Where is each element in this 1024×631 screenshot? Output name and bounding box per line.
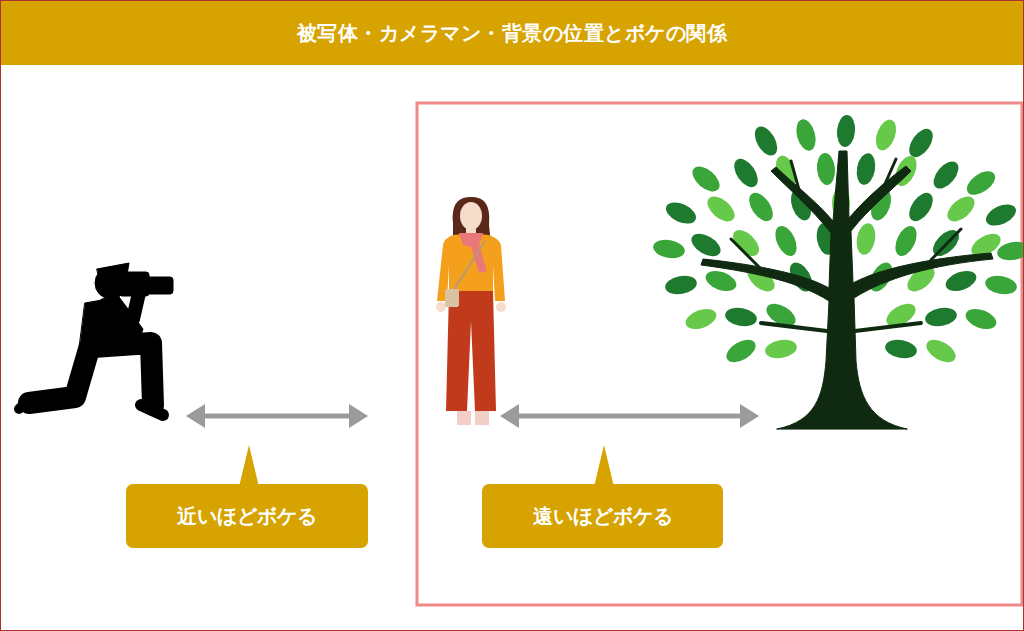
leaf — [904, 125, 937, 162]
diagram-title: 被写体・カメラマン・背景の位置とボケの関係 — [297, 20, 728, 47]
callout-box: 遠いほどボケる — [482, 484, 723, 548]
leaf — [724, 305, 759, 328]
photographer-arm — [105, 293, 139, 319]
photographer-leg — [93, 343, 153, 405]
leaf — [793, 117, 819, 153]
leaf — [836, 114, 857, 147]
leaf — [723, 335, 760, 367]
leaf — [924, 305, 959, 328]
distance-arrow — [186, 404, 368, 428]
leaf — [764, 337, 799, 360]
callout-pointer — [239, 445, 259, 487]
title-band: 被写体・カメラマン・背景の位置とボケの関係 — [1, 1, 1023, 65]
leaf — [750, 123, 782, 160]
callout-box: 近いほどボケる — [126, 484, 368, 548]
callout-text: 近いほどボケる — [177, 503, 317, 530]
shoe — [475, 411, 489, 425]
arrow-shaft — [199, 414, 355, 419]
branch — [931, 229, 961, 260]
branch — [791, 161, 801, 197]
scarf — [459, 233, 487, 273]
leaf — [983, 200, 1020, 230]
leaf — [683, 305, 719, 333]
photographer-foot — [19, 397, 31, 409]
tree-trunk — [701, 151, 993, 429]
leaf — [688, 229, 725, 261]
photographer-silhouette — [19, 263, 173, 415]
leaf — [996, 239, 1024, 262]
hand — [496, 302, 506, 312]
subject-woman — [436, 197, 506, 425]
callout-pointer — [594, 445, 614, 487]
arrow-head — [186, 404, 205, 428]
leaf — [943, 192, 979, 226]
leaf — [928, 225, 963, 260]
trunk — [701, 151, 993, 429]
branch — [881, 159, 896, 193]
leaf — [744, 189, 777, 226]
pants — [446, 291, 496, 411]
callout-text: 遠いほどボケる — [533, 503, 673, 530]
distance-arrow — [500, 404, 759, 428]
leaf — [872, 117, 900, 153]
leaf — [891, 223, 921, 260]
hand — [436, 302, 446, 312]
leaf — [904, 189, 937, 226]
leaf — [664, 273, 699, 296]
leaf — [663, 198, 700, 228]
leaf — [923, 335, 960, 367]
leaf — [816, 152, 837, 185]
face — [460, 202, 482, 230]
bag-strap — [453, 241, 485, 291]
shoe — [457, 411, 471, 425]
leaf — [729, 155, 762, 192]
leaf — [688, 162, 724, 196]
leaf — [984, 273, 1019, 296]
leaf — [703, 267, 739, 295]
leaf — [771, 223, 801, 260]
photographer-foot — [141, 405, 163, 415]
arrow-head — [349, 404, 368, 428]
leaf — [854, 222, 877, 257]
branch — [855, 323, 921, 331]
leaf — [929, 157, 963, 193]
photographer-leg — [29, 349, 89, 403]
leaf — [963, 166, 1000, 199]
leaf — [652, 237, 687, 260]
bag — [445, 289, 459, 307]
highlight-frame — [417, 103, 1022, 605]
arrow-head — [740, 404, 759, 428]
leaf — [854, 152, 877, 187]
branch — [731, 239, 761, 269]
leaf — [943, 267, 979, 295]
leaf — [963, 305, 999, 333]
leaf — [703, 192, 739, 226]
arrow-shaft — [513, 414, 746, 419]
arrow-head — [500, 404, 519, 428]
leaf — [884, 337, 919, 360]
branch — [761, 323, 827, 331]
